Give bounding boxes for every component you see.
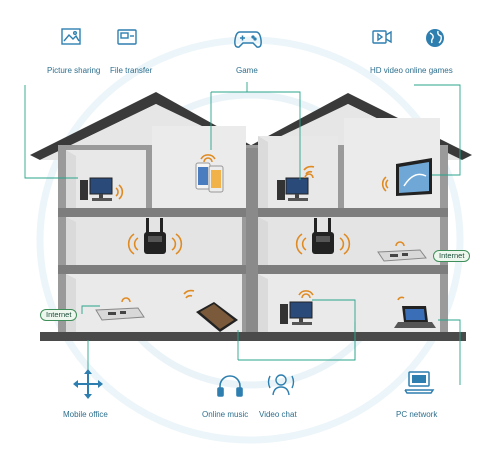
router-right <box>312 218 334 254</box>
online-music-label: Online music <box>202 410 249 419</box>
internet-badge-left: Internet <box>40 309 78 321</box>
tv-device <box>396 158 432 196</box>
laptop-device <box>394 306 436 328</box>
video-chat-label: Video chat <box>259 410 297 419</box>
file-transfer-label: File transfer <box>110 66 153 75</box>
picture-icon <box>61 28 81 45</box>
headphones-icon <box>217 375 243 397</box>
smartphone-device <box>195 162 224 193</box>
desktop-pc-top-left <box>80 177 113 201</box>
gamepad-icon <box>234 31 262 48</box>
wifi-signals <box>115 154 405 303</box>
desktop-pc-bottom <box>280 301 313 325</box>
hd-video-label: HD video online games <box>370 66 453 75</box>
move-arrows-icon <box>73 369 103 399</box>
modem-left <box>95 307 145 321</box>
mobile-office-label: Mobile office <box>63 410 108 419</box>
connector-lines <box>24 82 461 395</box>
laptop-icon <box>404 371 435 394</box>
desktop-pc-top-right <box>277 177 309 201</box>
router-left <box>144 218 166 254</box>
video-chat-icon <box>267 374 295 396</box>
game-label: Game <box>236 66 258 75</box>
modem-right <box>377 249 427 262</box>
file-transfer-icon <box>117 29 137 45</box>
video-camera-icon <box>372 30 392 44</box>
internet-badge-right: Internet <box>433 250 471 262</box>
pc-network-label: PC network <box>396 410 438 419</box>
globe-icon <box>426 29 444 47</box>
tablet-device <box>196 302 238 332</box>
house <box>30 92 472 341</box>
picture-sharing-label: Picture sharing <box>47 66 101 75</box>
right-roof <box>246 93 472 160</box>
